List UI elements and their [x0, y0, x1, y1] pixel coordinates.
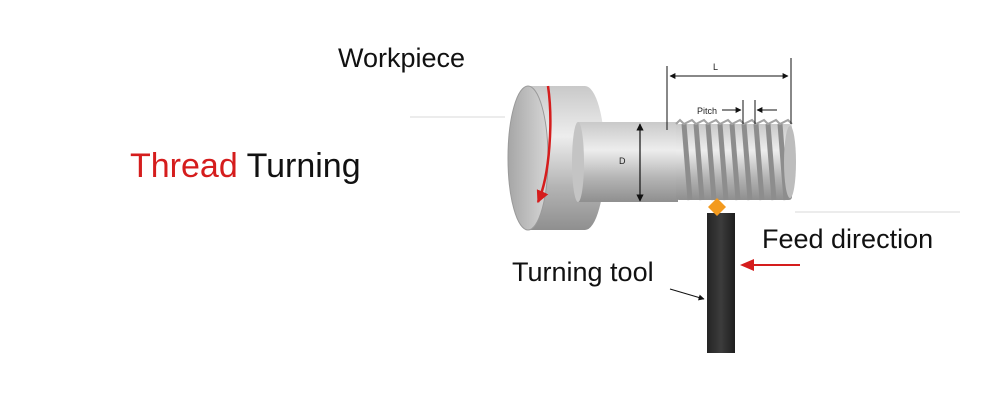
length-dimension: L	[666, 58, 792, 130]
pitch-label: Pitch	[697, 106, 717, 116]
diagram-title: Thread Turning	[130, 149, 361, 183]
length-label: L	[713, 62, 718, 72]
feed-direction-label: Feed direction	[762, 224, 934, 254]
diameter-label: D	[619, 156, 626, 166]
workpiece-shaft	[572, 122, 678, 202]
turning-tool-label: Turning tool	[512, 257, 654, 287]
pitch-dimension: Pitch	[697, 100, 777, 124]
threaded-section	[675, 118, 796, 201]
feed-arrow	[740, 259, 800, 271]
tool-insert	[708, 198, 726, 216]
diameter-dimension: D	[619, 123, 644, 202]
turning-tool	[707, 198, 735, 353]
tool-leader-line	[669, 288, 705, 301]
title-main: Turning	[246, 147, 361, 185]
title-accent: Thread	[130, 147, 238, 185]
rotation-arrow	[536, 85, 552, 204]
workpiece-label: Workpiece	[338, 43, 466, 73]
